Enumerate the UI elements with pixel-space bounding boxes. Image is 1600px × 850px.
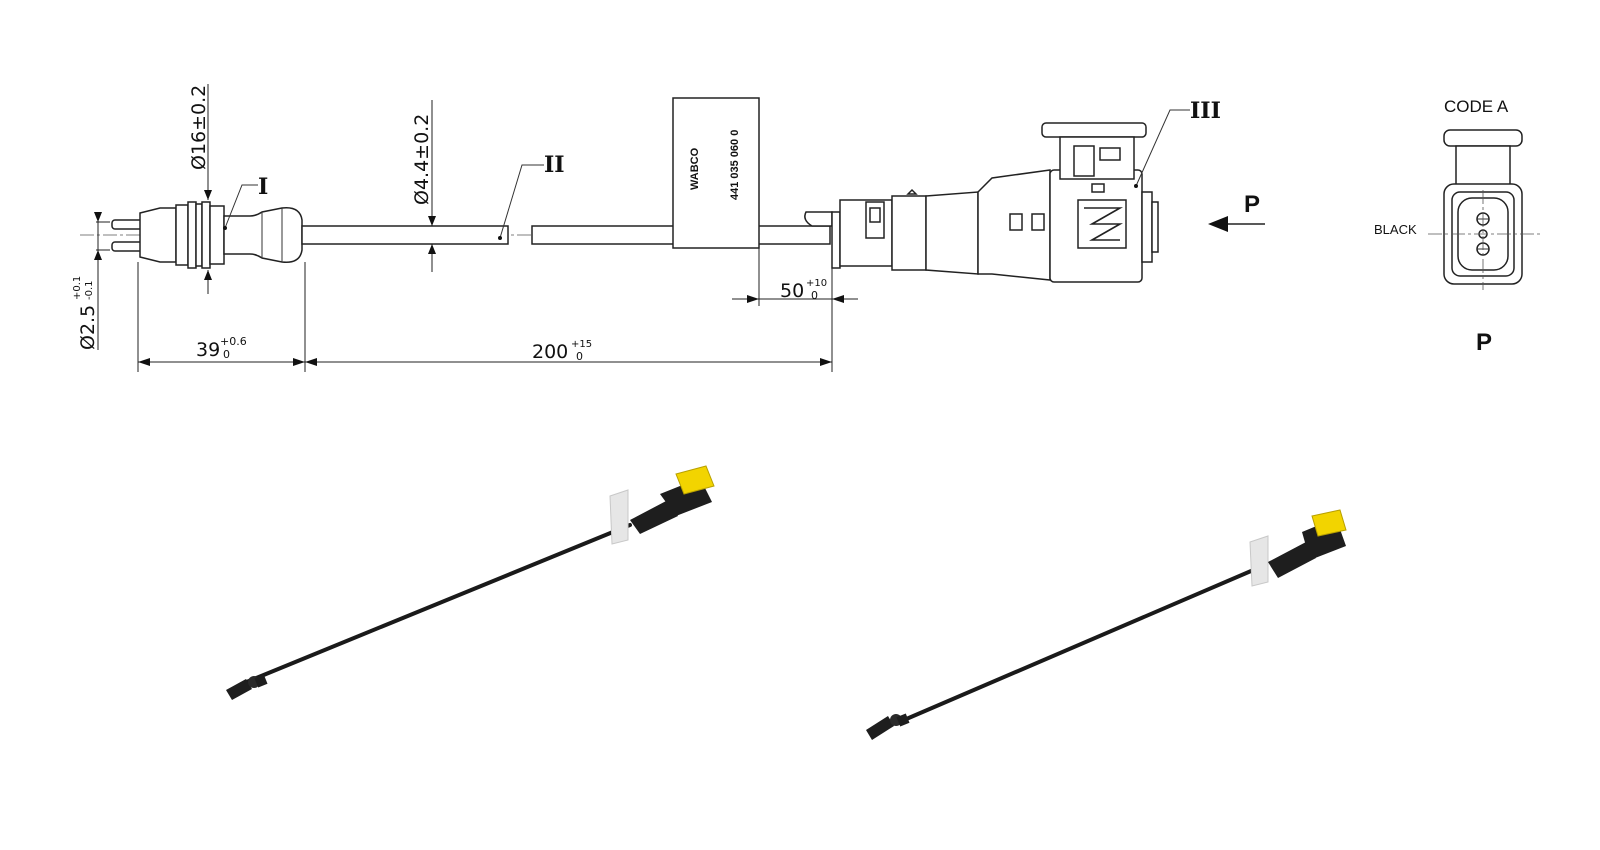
dim-cable-tol-upper: +15 <box>571 339 592 350</box>
view-arrow-label: P <box>1244 191 1260 218</box>
callout-connector-label: III <box>1190 98 1221 124</box>
sensor-head <box>111 201 303 269</box>
dim-sensor-length-text: 39 <box>196 339 220 361</box>
dim-cable-length-text: 200 <box>532 341 568 363</box>
dim-head-diameter-text: Ø16±0.2 <box>188 85 210 170</box>
label-part-number: 441 035 060 0 <box>729 130 741 200</box>
dim-sensor-tol-lower: 0 <box>223 348 230 361</box>
view-arrow-p: P <box>1208 191 1265 232</box>
callout-connector: III <box>1134 98 1221 188</box>
connector-front-view: CODE A BLACK P <box>1374 97 1540 356</box>
dim-label-length-text: 50 <box>780 280 804 302</box>
connector <box>804 122 1159 283</box>
dim-label-tol-upper: +10 <box>806 278 827 289</box>
dim-sensor-tol-upper: +0.6 <box>220 335 247 348</box>
view-p-label: P <box>1476 329 1492 356</box>
dim-cable-diameter-text: Ø4.4±0.2 <box>411 114 433 205</box>
callout-cable: II <box>498 152 565 240</box>
code-title: CODE A <box>1444 97 1509 116</box>
dim-label-tol-lower: 0 <box>811 289 818 302</box>
callout-sensor: I <box>223 174 268 230</box>
dim-cable-tol-lower: 0 <box>576 350 583 363</box>
dim-pin-diameter-text: Ø2.5 <box>77 305 99 350</box>
product-render-right <box>866 509 1347 740</box>
dim-cable-length: 200 +15 0 <box>305 339 832 366</box>
product-render-left <box>226 465 715 700</box>
callout-sensor-label: I <box>258 174 268 200</box>
dim-cable-diameter: Ø4.4±0.2 <box>411 100 436 272</box>
dim-pin-diameter: Ø2.5 +0.1 -0.1 <box>72 212 110 350</box>
dim-pin-tol-lower: -0.1 <box>84 280 95 300</box>
dim-label-position: 50 +10 0 <box>732 278 858 303</box>
dim-sensor-length: 39 +0.6 0 <box>138 335 305 366</box>
dim-head-diameter: Ø16±0.2 <box>188 84 212 294</box>
dim-pin-tol-upper: +0.1 <box>72 276 83 300</box>
z-logo-icon <box>1077 199 1127 249</box>
label-brand: WABCO <box>689 147 701 190</box>
side-view: WABCO 441 035 060 0 <box>72 84 1265 372</box>
callout-cable-label: II <box>544 152 565 178</box>
color-note: BLACK <box>1374 222 1417 237</box>
label-flag: WABCO 441 035 060 0 <box>672 97 760 249</box>
